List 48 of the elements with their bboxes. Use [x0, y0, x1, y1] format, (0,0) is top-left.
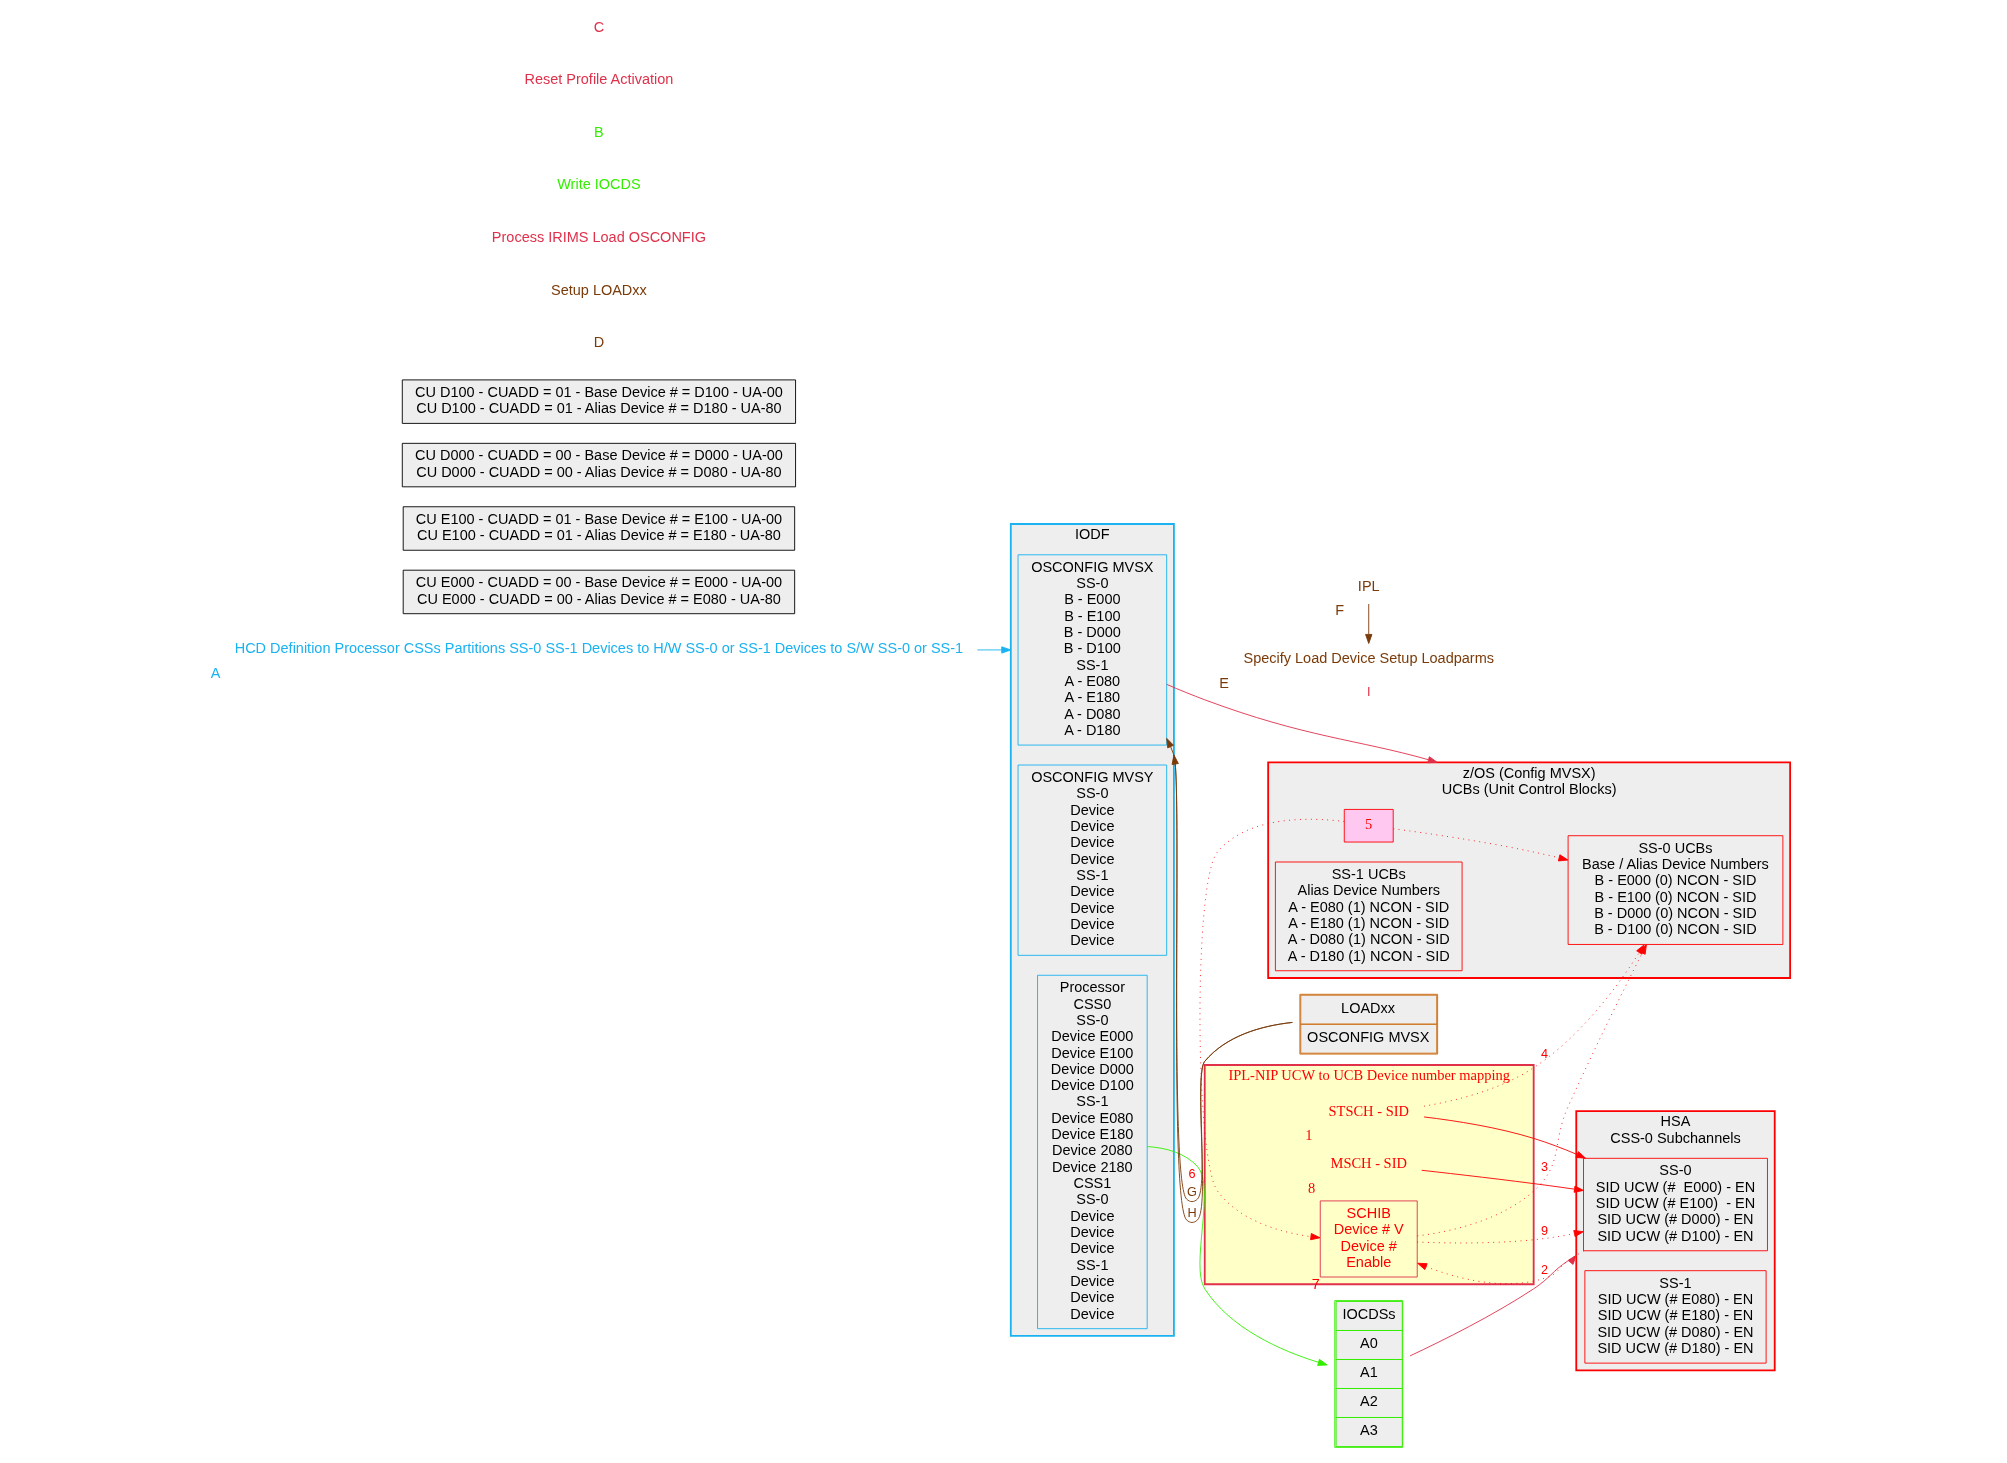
arrow: [1416, 1230, 1584, 1244]
label: Write IOCDS: [556, 176, 641, 193]
node-box: CU D000 - CUADD = 00 - Base Device # = D000 - UA-00 CU D000 - CUADD = 00 - Alias Device # = D080 - UA-80: [401, 442, 796, 488]
edge-label: 2: [1540, 1262, 1548, 1277]
edge-label: 6: [1188, 1166, 1196, 1181]
label: Reset Profile Activation: [523, 71, 673, 88]
edge-label: I: [1366, 685, 1371, 700]
edge-label: 4: [1540, 1046, 1548, 1061]
node-label: F: [1334, 602, 1344, 619]
edge-label: G: [1186, 1184, 1197, 1199]
arrow: [1146, 1146, 1328, 1366]
node-label: 1: [1304, 1127, 1313, 1144]
node-box: SCHIB Device # V Device # Enable: [1319, 1200, 1418, 1278]
node-text: IPL: [1357, 577, 1380, 594]
edge-label: H: [1186, 1205, 1197, 1220]
node-box: SS-1 UCBs Alias Device Numbers A - E080 (1) NCON - SID A - E180 (1) NCON - SID A - D080 (1) NCON - SID A - D180 (1) NCON - SID: [1274, 861, 1463, 972]
node-box: 5: [1343, 808, 1394, 843]
arrow: [1416, 1250, 1584, 1285]
node-box: CU E100 - CUADD = 01 - Base Device # = E100 - UA-00 CU E100 - CUADD = 01 - Alias Device # = E180 - UA-80: [402, 506, 795, 551]
node-box: OSCONFIG MVSX SS-0 B - E000 B - E100 B - D000 B - D100 SS-1 A - E080 A - E180 A - D080 A - D180: [1017, 554, 1167, 746]
node-box: CU D100 - CUADD = 01 - Base Device # = D100 - UA-00 CU D100 - CUADD = 01 - Alias Device # = D180 - UA-80: [401, 379, 796, 424]
label: Process IRIMS Load OSCONFIG: [491, 228, 706, 245]
node-text: HCD Definition Processor CSSs Partitions SS-0 SS-1 Devices to H/W SS-0 or SS-1 Devices to S/W SS-0 or SS-1: [234, 640, 963, 657]
label: C: [593, 18, 604, 35]
node-box: Processor CSS0 SS-0 Device E000 Device E100 Device D000 Device D100 SS-1 Device E080 Device E180 Device 2080 Device 2180 CSS1 SS-0 Device Device Device SS-1 Device Device Device: [1036, 974, 1148, 1330]
arrow: [976, 646, 1011, 654]
arrow: [1392, 828, 1568, 862]
node-label: 8: [1307, 1179, 1315, 1196]
label: D: [593, 334, 604, 351]
label: B: [593, 123, 604, 140]
node-box: SS-0 UCBs Base / Alias Device Numbers B - E000 (0) NCON - SID B - E100 (0) NCON - SID B - D000 (0) NCON - SID B - D100 (0) NCON - SID: [1567, 835, 1783, 945]
node-box: CU E000 - CUADD = 00 - Base Device # = E000 - UA-00 CU E000 - CUADD = 00 - Alias Device # = E080 - UA-80: [402, 569, 795, 615]
node-box: OSCONFIG MVSY SS-0 Device Device Device Device SS-1 Device Device Device Device: [1017, 764, 1167, 956]
edge-label: 9: [1540, 1223, 1548, 1238]
edge-label: 3: [1540, 1160, 1548, 1175]
arrow: [1420, 1169, 1584, 1193]
arrow: [1409, 1254, 1577, 1357]
node-text: Specify Load Device Setup Loadparms: [1243, 650, 1494, 667]
node-label: E: [1218, 674, 1229, 691]
node-box: SS-1 SID UCW (# E080) - EN SID UCW (# E180) - EN SID UCW (# D080) - EN SID UCW (# D180) - EN: [1583, 1270, 1767, 1364]
node-text: STSCH - SID: [1327, 1102, 1409, 1119]
node-text: MSCH - SID: [1330, 1155, 1407, 1172]
arrow: [1199, 818, 1345, 1241]
arrow: [1423, 1116, 1586, 1159]
label: Setup LOADxx: [550, 281, 647, 298]
node-label: A: [210, 664, 220, 681]
node-box: SS-0 SID UCW (# E000) - EN SID UCW (# E100) - EN SID UCW (# D000) - EN SID UCW (# D100) - EN: [1582, 1157, 1768, 1252]
arrow: [1364, 603, 1372, 644]
